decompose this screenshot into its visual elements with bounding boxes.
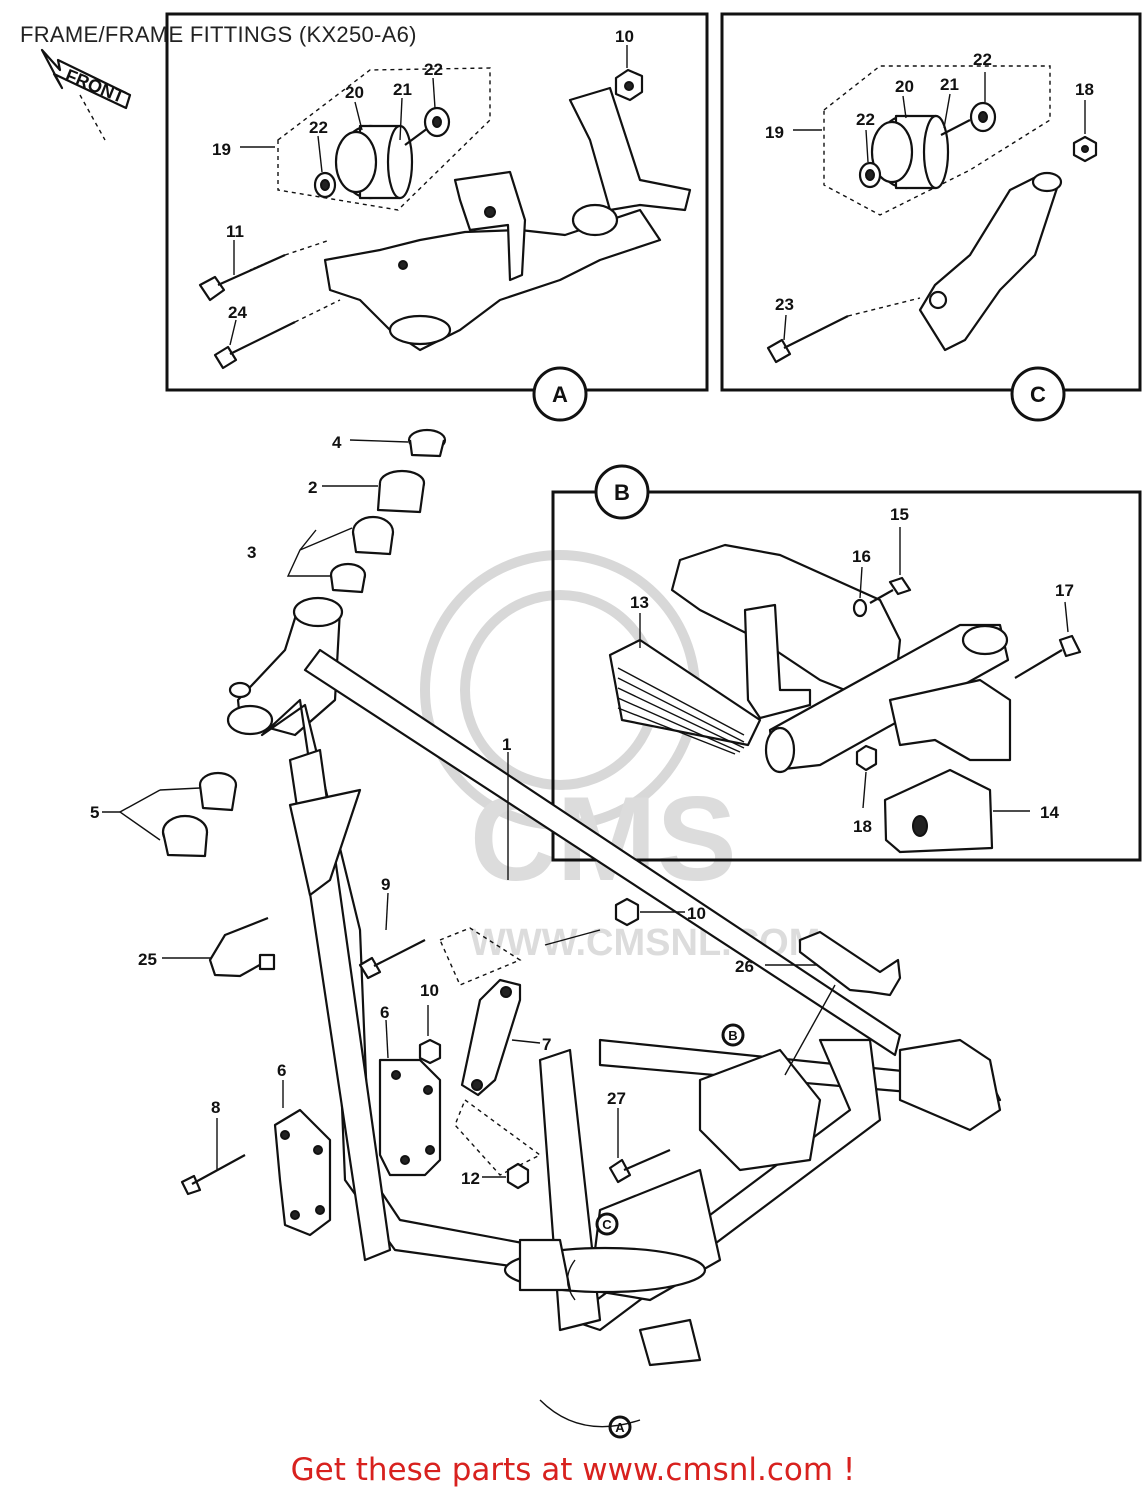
frame-callout-b: B (728, 1028, 737, 1043)
part-number: 19 (212, 140, 231, 159)
part-number: 19 (765, 123, 784, 142)
part-number: 21 (940, 75, 959, 94)
part-number: 22 (309, 118, 328, 137)
main-part-numbers: 4 2 3 5 1 9 10 25 26 10 6 7 8 6 27 12 (90, 433, 754, 1188)
part-number: 22 (424, 60, 443, 79)
part-number: 10 (420, 981, 439, 1000)
part-number: 24 (228, 303, 247, 322)
callout-b-label: B (614, 480, 630, 505)
part-number: 27 (607, 1089, 626, 1108)
main-frame: B C A (102, 428, 1002, 1439)
page-title: FRAME/FRAME FITTINGS (KX250-A6) (20, 22, 417, 47)
part-number: 18 (1075, 80, 1094, 99)
part-number: 8 (211, 1098, 220, 1117)
part-number: 3 (247, 543, 256, 562)
detail-box-b: B 13 15 16 17 18 (551, 464, 1142, 862)
part-number: 15 (890, 505, 909, 524)
detail-box-c: C 19 20 21 22 22 18 23 (720, 12, 1142, 422)
part-number: 21 (393, 80, 412, 99)
detail-box-a: A 10 19 20 21 22 22 11 24 (165, 12, 709, 422)
footer-link[interactable]: Get these parts at www.cmsnl.com ! (290, 1452, 856, 1488)
callout-a-label: A (552, 382, 568, 407)
part-number: 6 (277, 1061, 286, 1080)
part-number: 23 (775, 295, 794, 314)
part-number: 13 (630, 593, 649, 612)
part-number: 26 (735, 957, 754, 976)
part-number: 12 (461, 1169, 480, 1188)
part-number: 17 (1055, 581, 1074, 600)
part-number: 22 (973, 50, 992, 69)
part-number: 14 (1040, 803, 1059, 822)
part-number: 6 (380, 1003, 389, 1022)
callout-c-label: C (1030, 382, 1046, 407)
part-number: 4 (332, 433, 342, 452)
part-number: 5 (90, 803, 99, 822)
part-number: 10 (687, 904, 706, 923)
part-number: 20 (345, 83, 364, 102)
part-number: 16 (852, 547, 871, 566)
part-number: 9 (381, 875, 390, 894)
frame-callout-a: A (615, 1420, 625, 1435)
part-number: 18 (853, 817, 872, 836)
part-number: 11 (226, 222, 244, 241)
part-number: 25 (138, 950, 157, 969)
frame-callout-c: C (602, 1217, 612, 1232)
front-label: FRONT (63, 65, 128, 107)
part-number: 22 (856, 110, 875, 129)
part-number: 2 (308, 478, 317, 497)
part-number: 1 (502, 735, 511, 754)
part-number: 20 (895, 77, 914, 96)
front-arrow: FRONT (40, 48, 132, 141)
part-number: 10 (615, 27, 634, 46)
part-number: 7 (542, 1035, 551, 1054)
